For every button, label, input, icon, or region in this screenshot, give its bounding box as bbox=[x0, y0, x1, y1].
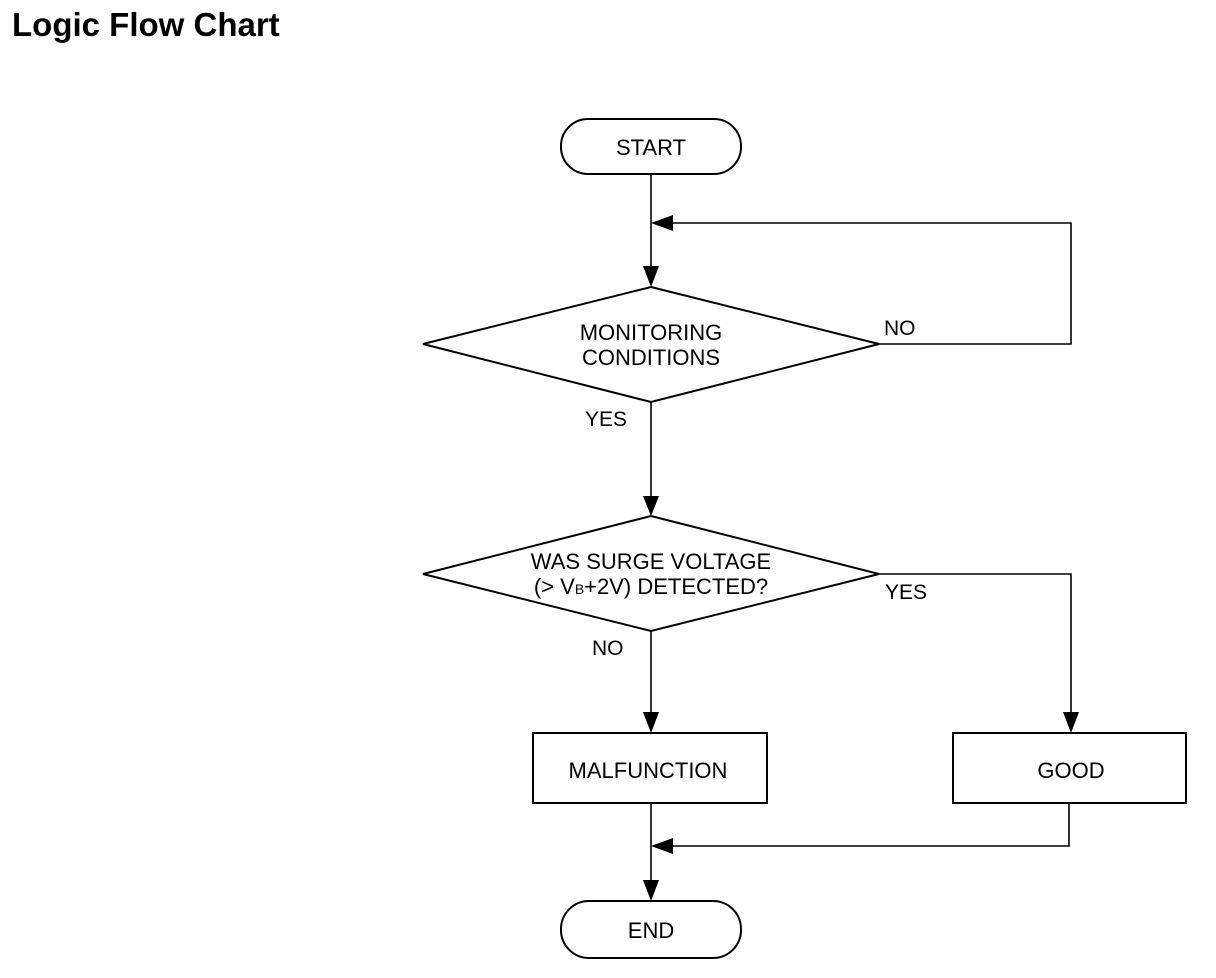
monitoring-yes-label: YES bbox=[585, 408, 627, 431]
arrow-into-malfunction bbox=[643, 712, 659, 733]
monitoring-label-line1: MONITORING bbox=[580, 320, 723, 345]
page-title: Logic Flow Chart bbox=[12, 6, 280, 43]
arrow-merge bbox=[651, 838, 673, 854]
arrow-loop-return bbox=[651, 215, 673, 231]
vb-subscript: B bbox=[575, 581, 584, 597]
connector-monitoring-no-loop bbox=[672, 222, 1072, 345]
surge-no-label: NO bbox=[592, 637, 624, 660]
monitoring-no-label: NO bbox=[884, 317, 916, 340]
surge-label-line2: (> VB+2V) DETECTED? bbox=[534, 574, 768, 599]
malfunction-box bbox=[532, 732, 768, 804]
arrow-into-good bbox=[1063, 712, 1079, 733]
monitoring-label-line2: CONDITIONS bbox=[582, 345, 720, 370]
surge-yes-label: YES bbox=[885, 581, 927, 604]
end-label: END bbox=[628, 918, 674, 943]
end-terminal bbox=[560, 900, 742, 959]
start-label: START bbox=[616, 135, 686, 160]
connector-good-to-end bbox=[672, 803, 1070, 847]
arrow-into-end bbox=[643, 880, 659, 901]
arrow-into-monitoring bbox=[643, 266, 659, 287]
arrow-into-surge bbox=[643, 496, 659, 516]
malfunction-label: MALFUNCTION bbox=[569, 758, 728, 783]
surge-label-line1: WAS SURGE VOLTAGE bbox=[531, 549, 771, 574]
good-label: GOOD bbox=[1037, 758, 1104, 783]
good-box bbox=[952, 732, 1187, 804]
connector-surge-to-good bbox=[879, 573, 1072, 716]
